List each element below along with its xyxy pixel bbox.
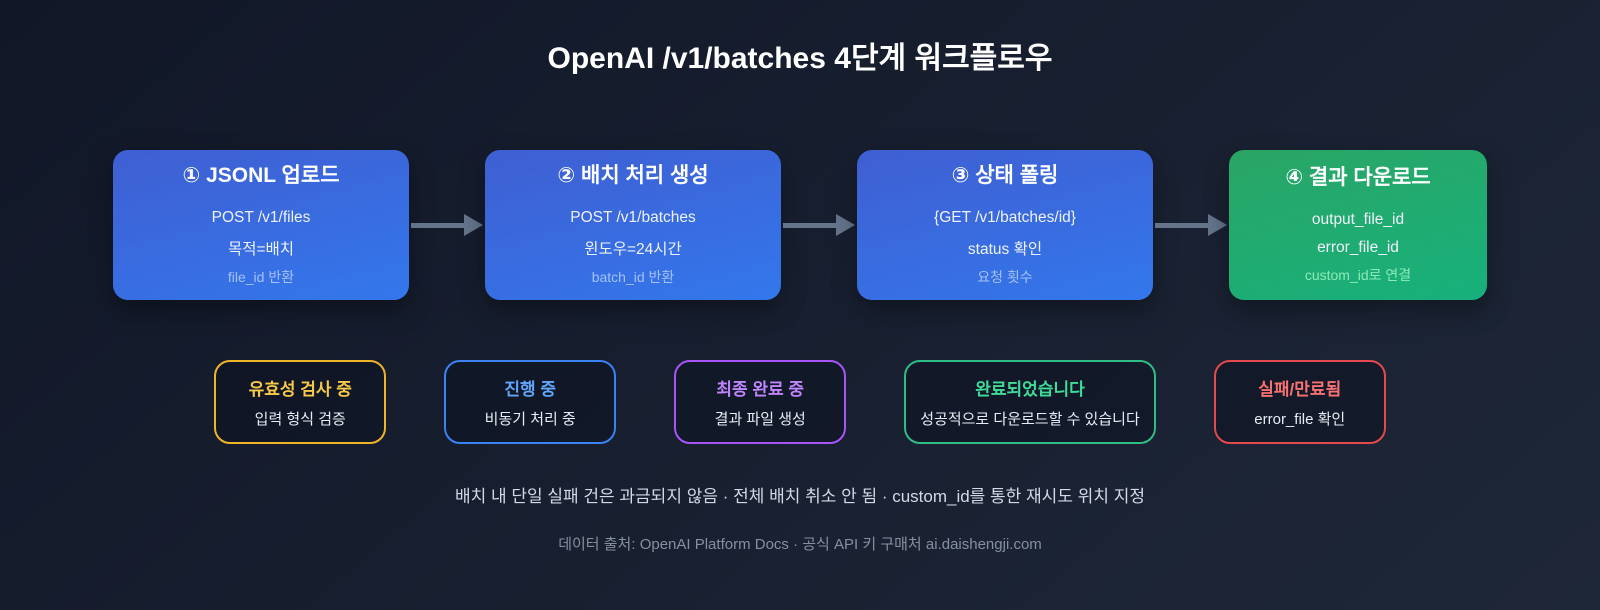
step-heading: ① JSONL 업로드 — [182, 163, 340, 187]
workflow-steps-row: ① JSONL 업로드 POST /v1/files 목적=배치 file_id… — [50, 150, 1550, 300]
arrow-head — [464, 214, 483, 236]
step-card-jsonl-upload: ① JSONL 업로드 POST /v1/files 목적=배치 file_id… — [113, 150, 409, 300]
step-line-endpoint: POST /v1/batches — [570, 208, 696, 226]
arrow-shaft — [411, 222, 464, 228]
status-badge-validating: 유효성 검사 중 입력 형식 검증 — [214, 360, 387, 444]
status-badges-row: 유효성 검사 중 입력 형식 검증 진행 중 비동기 처리 중 최종 완료 중 … — [50, 360, 1550, 444]
footer-text: 데이터 출처: OpenAI Platform Docs · 공식 API 키 … — [558, 536, 1042, 553]
step-line-detail: error_file_id — [1317, 238, 1399, 256]
flow-arrow-icon — [409, 214, 485, 236]
page-title: OpenAI /v1/batches 4단계 워크플로우 — [547, 42, 1053, 75]
content-wrapper: OpenAI /v1/batches 4단계 워크플로우 ① JSONL 업로드… — [50, 0, 1550, 554]
status-badge-in-progress: 진행 중 비동기 처리 중 — [444, 360, 617, 444]
step-card-download-results: ④ 결과 다운로드 output_file_id error_file_id c… — [1229, 150, 1487, 300]
note-text: 배치 내 단일 실패 건은 과금되지 않음 · 전체 배치 취소 안 됨 · c… — [455, 487, 1145, 506]
flow-arrow-icon — [781, 214, 857, 236]
status-description: 성공적으로 다운로드할 수 있습니다 — [920, 411, 1140, 428]
step-heading: ④ 결과 다운로드 — [1285, 165, 1431, 189]
status-label: 실패/만료됨 — [1258, 380, 1342, 399]
status-description: error_file 확인 — [1254, 411, 1346, 428]
flow-arrow-icon — [1153, 214, 1229, 236]
status-label: 유효성 검사 중 — [248, 380, 352, 399]
status-badge-failed-expired: 실패/만료됨 error_file 확인 — [1213, 360, 1386, 444]
step-card-status-polling: ③ 상태 폴링 {GET /v1/batches/id} status 확인 요… — [857, 150, 1153, 300]
step-heading: ③ 상태 폴링 — [951, 163, 1059, 187]
arrow-head — [1208, 214, 1227, 236]
status-label: 완료되었습니다 — [975, 380, 1085, 399]
status-badge-completed: 완료되었습니다 성공적으로 다운로드할 수 있습니다 — [904, 360, 1156, 444]
step-line-endpoint: {GET /v1/batches/id} — [934, 208, 1076, 226]
step-heading: ② 배치 처리 생성 — [557, 163, 709, 187]
step-line-result: custom_id로 연결 — [1304, 266, 1412, 283]
step-card-create-batch: ② 배치 처리 생성 POST /v1/batches 윈도우=24시간 bat… — [485, 150, 781, 300]
status-description: 입력 형식 검증 — [254, 411, 346, 428]
status-description: 결과 파일 생성 — [714, 411, 806, 428]
step-line-result: batch_id 반환 — [591, 268, 675, 285]
status-label: 최종 완료 중 — [716, 380, 805, 399]
step-line-endpoint: output_file_id — [1311, 210, 1405, 228]
step-line-detail: 목적=배치 — [227, 240, 295, 258]
arrow-head — [836, 214, 855, 236]
status-badge-finalizing: 최종 완료 중 결과 파일 생성 — [674, 360, 847, 444]
step-line-endpoint: POST /v1/files — [211, 208, 311, 226]
arrow-shaft — [783, 222, 836, 228]
arrow-shaft — [1155, 222, 1208, 228]
step-line-result: file_id 반환 — [227, 268, 295, 285]
step-line-detail: 윈도우=24시간 — [584, 240, 682, 258]
step-line-result: 요청 횟수 — [977, 268, 1033, 285]
status-label: 진행 중 — [504, 380, 557, 399]
step-line-detail: status 확인 — [967, 240, 1043, 258]
status-description: 비동기 처리 중 — [484, 411, 576, 428]
